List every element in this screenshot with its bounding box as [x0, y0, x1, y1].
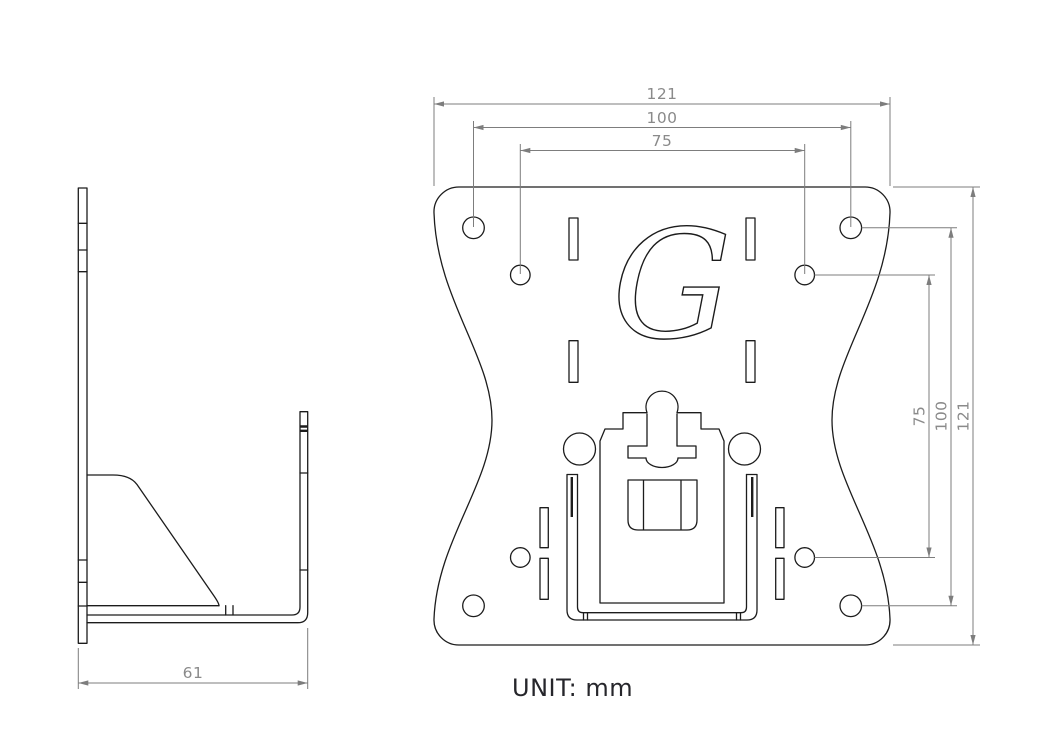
logo-g-cutout: G [612, 199, 732, 373]
dim-label-right-100: 100 [933, 400, 951, 431]
dimensions: 121 100 75 75 100 [77, 85, 980, 689]
vesa100-hole-bottom-left [462, 594, 485, 618]
slot-mid-left [568, 340, 579, 383]
side-wall-hole-ticks [77, 222, 88, 607]
slot-mid-right [745, 340, 756, 383]
dim-right-121: 121 [893, 186, 980, 646]
dim-label-top-121: 121 [646, 85, 677, 103]
dim-top-121: 121 [433, 85, 891, 186]
latch-flanges [627, 445, 697, 459]
side-gusset [86, 474, 220, 607]
dim-label-top-100: 100 [646, 109, 677, 127]
dim-label-right-121: 121 [955, 400, 973, 431]
latch-bracket-outer [566, 473, 758, 621]
vesa75-hole-bottom-left [509, 547, 531, 568]
side-lip-bend-ticks [300, 425, 308, 432]
dim-label-side-61: 61 [183, 664, 204, 682]
dim-side-61: 61 [77, 628, 309, 689]
dim-right-100: 100 [861, 227, 957, 607]
side-lip-ticks [299, 472, 309, 571]
unit-note: UNIT: mm [512, 674, 633, 702]
latch-slot-left-lower [539, 557, 549, 600]
latch-bracket-bend-ticks [582, 612, 742, 621]
dim-top-100: 100 [473, 109, 852, 227]
side-wall-plate [77, 187, 88, 644]
dim-label-right-75: 75 [911, 406, 929, 427]
dim-top-75: 75 [519, 132, 806, 274]
side-gusset-foot [86, 605, 234, 616]
latch-pivot-hole-left [562, 432, 597, 466]
slot-upper-right [745, 217, 756, 261]
latch-window [627, 479, 698, 531]
vesa75-hole-bottom-right [794, 547, 816, 568]
latch-assembly [539, 390, 785, 621]
latch-slot-right-upper [775, 507, 785, 549]
dim-label-top-75: 75 [652, 132, 673, 150]
latch-rail-edges [570, 477, 754, 517]
side-base-and-lip [86, 411, 309, 624]
latch-body-outline [599, 390, 725, 604]
side-view [77, 187, 309, 644]
dim-right-75: 75 [814, 274, 935, 558]
latch-hook-arc [645, 457, 679, 469]
vesa100-hole-bottom-right [839, 594, 863, 618]
latch-knob-neck [646, 413, 678, 447]
latch-bracket-inner [576, 473, 748, 614]
latch-pivot-hole-right [727, 432, 762, 466]
slot-upper-left [568, 217, 579, 261]
latch-slot-right-lower [775, 557, 785, 600]
latch-slot-left-upper [539, 507, 549, 549]
plate-outline [433, 186, 891, 646]
front-view: G [433, 186, 891, 646]
